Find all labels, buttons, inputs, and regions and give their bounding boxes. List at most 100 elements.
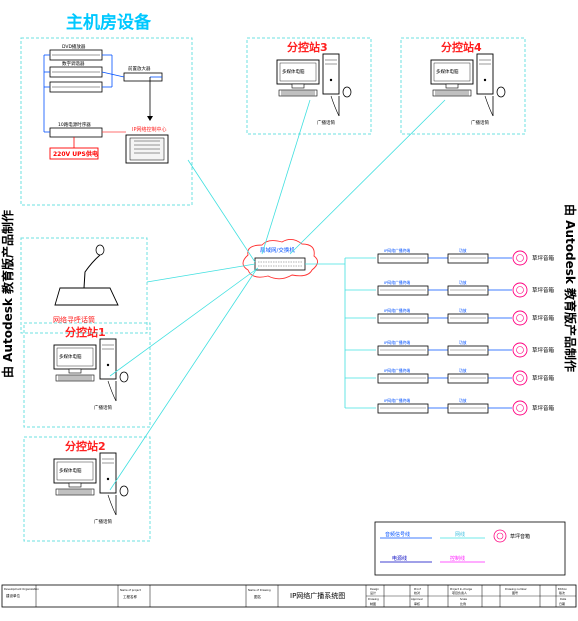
tb-c12: Edition <box>558 587 567 591</box>
amp-label: 功放 <box>459 280 467 285</box>
speaker-icon <box>512 250 528 266</box>
amp-label: 功放 <box>459 368 467 373</box>
paging-microphone <box>54 244 119 306</box>
mic-label: 广播话筒 <box>317 119 335 126</box>
tuner: 数字调谐器 <box>49 60 103 78</box>
tb-c10b: 图号 <box>512 590 518 595</box>
speaker-label: 草坪音箱 <box>532 286 555 294</box>
title-block <box>1 584 577 608</box>
tb-c4b: 设计 <box>370 590 376 595</box>
decoder-label: IP网络广播终端 <box>384 308 410 313</box>
control-center-computer <box>125 134 169 164</box>
decoder-unit <box>377 403 429 414</box>
amplifier-unit <box>447 403 489 414</box>
tb-c7b: 审核 <box>414 601 420 606</box>
tb-c6b: 校对 <box>414 590 420 595</box>
tb-c7: Approval <box>411 597 423 601</box>
dvd-player: DVD播放器 <box>49 43 103 61</box>
tb-c9b: 比例 <box>460 601 466 606</box>
station-box <box>400 37 526 135</box>
ups-label: 220V UPS供电 <box>53 150 98 158</box>
main-room-box <box>20 37 193 206</box>
terminals-layer: IP网络广播终端功放草坪音箱IP网络广播终端功放草坪音箱IP网络广播终端功放草坪… <box>377 248 555 416</box>
decoder-unit <box>377 373 429 384</box>
amplifier-unit <box>447 373 489 384</box>
decoder-unit <box>377 313 429 324</box>
tb-c9: Scale <box>460 597 467 601</box>
amplifier-unit <box>447 313 489 324</box>
network-switch-cloud <box>242 239 318 280</box>
tb-c5: Drawing <box>368 597 379 601</box>
legend-control: 控制线 <box>450 555 465 562</box>
microphone-icon <box>330 86 352 117</box>
mic-label: 广播话筒 <box>471 119 489 126</box>
paging-mic-label: 网络寻呼话筒 <box>53 315 95 324</box>
tb-c8: Project In-charge <box>450 587 472 591</box>
front-amp-label: 前置放大器 <box>128 65 151 72</box>
pc-label: 多媒体电脑 <box>59 467 82 474</box>
tb-c4: Design <box>370 587 379 591</box>
speaker-icon <box>512 370 528 386</box>
speaker-label: 草坪音箱 <box>532 254 555 262</box>
tb-c1: Development Organization <box>4 587 39 591</box>
pc-label: 多媒体电脑 <box>436 68 459 75</box>
tb-c11: Date <box>560 597 567 601</box>
decoder-unit <box>377 285 429 296</box>
terminal-row: IP网络广播终端功放草坪音箱 <box>377 340 555 358</box>
paging-mic-box <box>20 237 148 334</box>
decoder-label: IP网络广播终端 <box>384 248 410 253</box>
amp-label: 功放 <box>459 248 467 253</box>
decoder-unit <box>377 253 429 264</box>
speaker-icon <box>512 342 528 358</box>
mic-label: 广播话筒 <box>94 518 112 525</box>
pc-label: 多媒体电脑 <box>282 68 305 75</box>
tb-c6: Proof <box>414 587 421 591</box>
station-title: 分控站1 <box>65 325 106 339</box>
tb-c12b: 版次 <box>559 590 565 595</box>
speaker-icon <box>512 310 528 326</box>
legend-network: 网线 <box>455 531 465 538</box>
stations-layer: 分控站3多媒体电脑广播话筒分控站4多媒体电脑广播话筒分控站1多媒体电脑广播话筒分… <box>23 37 526 542</box>
tb-c2: Name of project <box>120 588 141 592</box>
decoder-label: IP网络广播终端 <box>384 280 410 285</box>
station-title: 分控站2 <box>65 439 106 453</box>
decoder-unit <box>377 345 429 356</box>
tb-c10: Drawing number <box>505 587 528 591</box>
speaker-label: 草坪音箱 <box>532 314 555 322</box>
terminal-row: IP网络广播终端功放草坪音箱 <box>377 398 555 416</box>
network-links <box>109 99 446 491</box>
decoder-label: IP网络广播终端 <box>384 368 410 373</box>
amplifier-unit <box>447 285 489 296</box>
tb-c3b: 图名 <box>254 594 261 599</box>
computer-icon <box>430 53 494 97</box>
amp-label: 功放 <box>459 398 467 403</box>
legend-power: 电源线 <box>392 555 407 562</box>
speaker-label: 草坪音箱 <box>532 404 555 412</box>
legend-speaker: 草坪音箱 <box>510 533 530 540</box>
speaker-icon <box>512 400 528 416</box>
switch-label: 10路电源时序器 <box>58 121 91 128</box>
power-sequencer: 10路电源时序器 <box>49 121 103 138</box>
tb-c8b: 项目负责人 <box>452 590 467 595</box>
legend-audio: 音频信号线 <box>385 531 410 538</box>
side-text-right: 由 Autodesk 教育版产品制作 <box>563 204 578 372</box>
amplifier-unit <box>447 253 489 264</box>
station-box <box>246 37 372 135</box>
tb-c5b: 制图 <box>370 601 376 606</box>
main-room-title: 主机房设备 <box>66 12 152 33</box>
speaker-label: 草坪音箱 <box>532 374 555 382</box>
drawing-title: IP网络广播系统图 <box>290 591 345 600</box>
station-title: 分控站4 <box>441 40 482 54</box>
mic-label: 广播话筒 <box>94 404 112 411</box>
station-box <box>23 322 151 428</box>
tb-c2b: 工程名称 <box>123 594 137 599</box>
amp-label: 功放 <box>459 308 467 313</box>
pc-label: 多媒体电脑 <box>59 353 82 360</box>
